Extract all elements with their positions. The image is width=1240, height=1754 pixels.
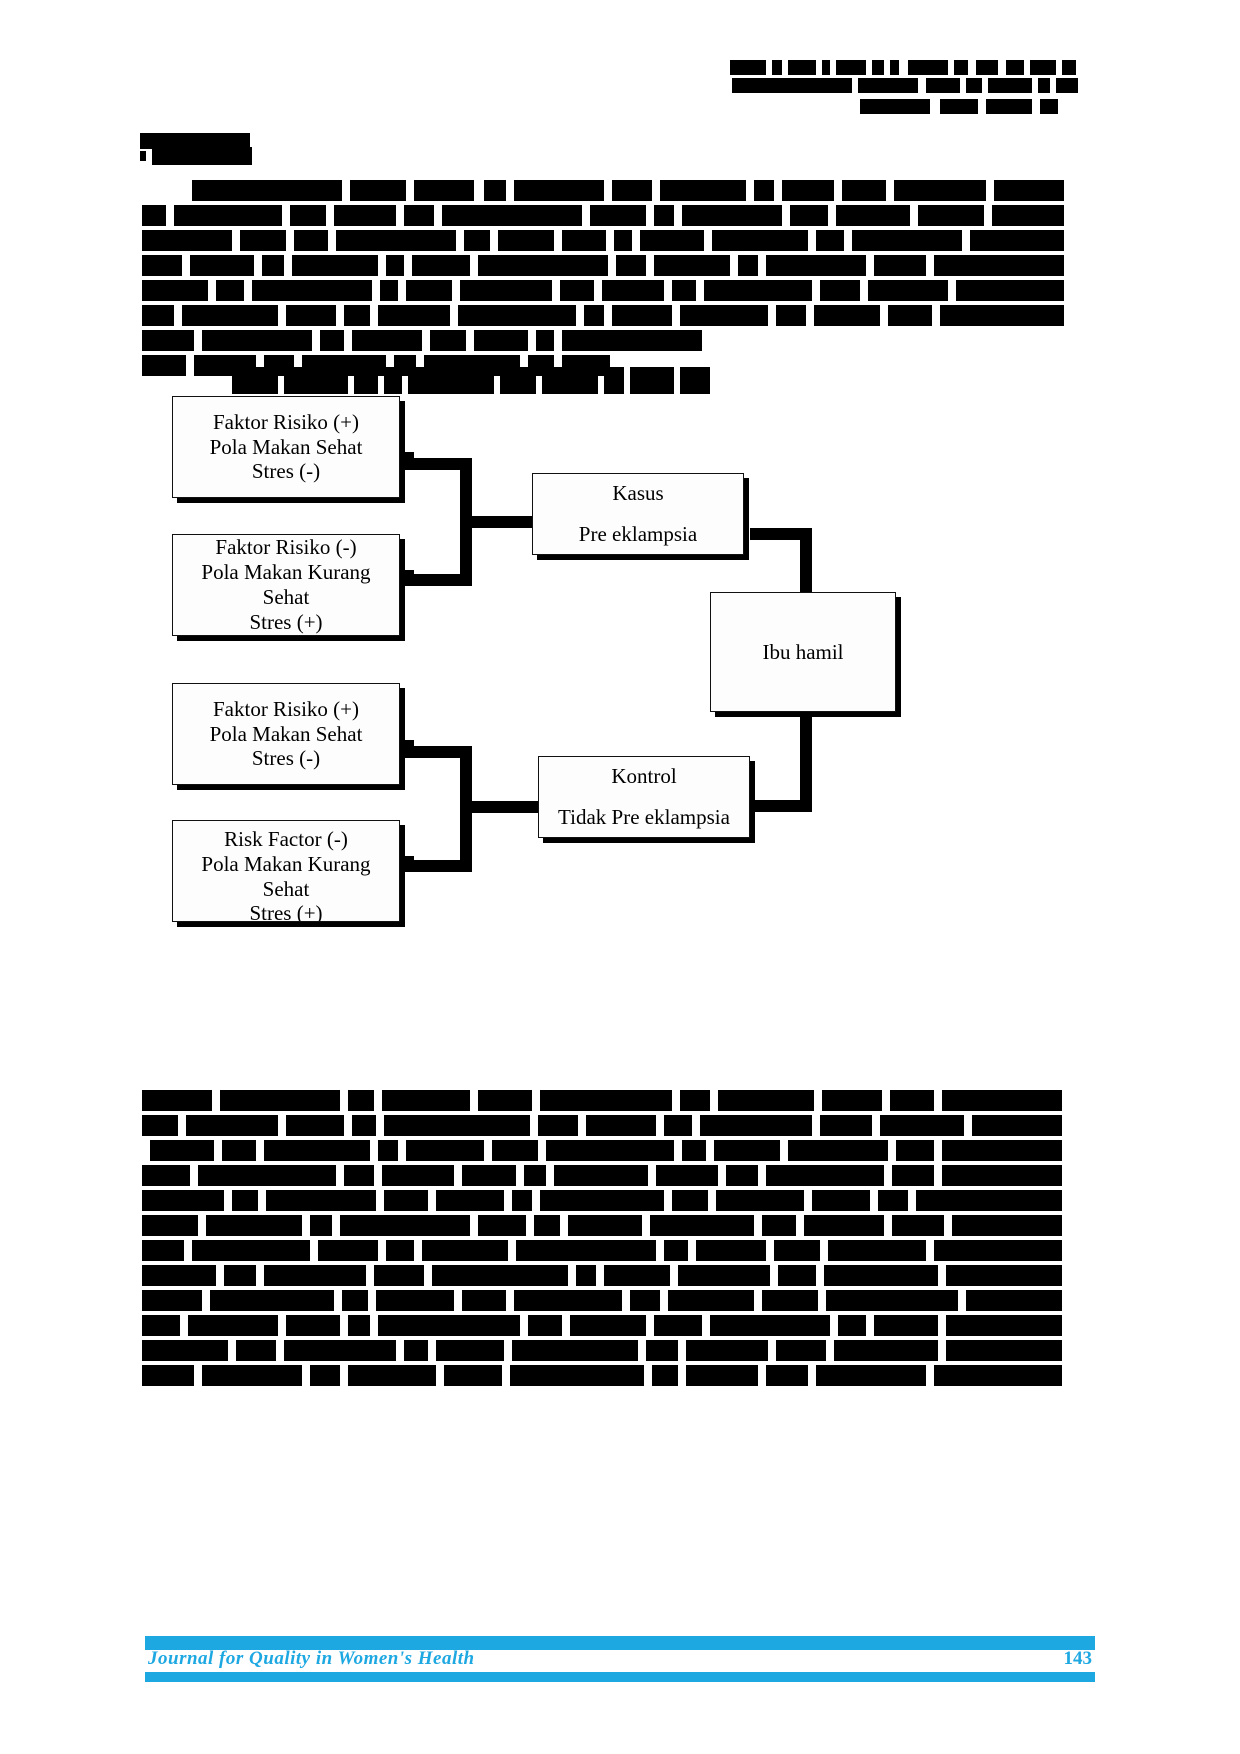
box-line: Ibu hamil <box>762 639 844 664</box>
box-line: Pola Makan Sehat <box>209 434 363 459</box>
footer-rule-bottom <box>145 1672 1095 1682</box>
flowchart-box-case-group[interactable]: Kasus Pre eklampsia <box>532 473 744 555</box>
connector-horizontal <box>460 516 540 528</box>
box-line: Faktor Risiko (-) <box>215 535 357 560</box>
box-line: Stres (-) <box>251 459 321 484</box>
box-line: Pre eklampsia <box>578 522 698 546</box>
header-redacted-line <box>730 96 1085 114</box>
connector-horizontal <box>396 746 472 758</box>
connector-horizontal <box>750 528 812 540</box>
connector-nub <box>398 452 414 466</box>
heading-bar <box>140 151 146 161</box>
heading-bar <box>140 133 250 149</box>
footer-page-number: 143 <box>1063 1648 1093 1669</box>
box-line: Stres (+) <box>249 901 323 922</box>
box-line: Kontrol <box>611 764 677 789</box>
page-header-redacted <box>730 60 1085 114</box>
flowchart-box-exposure-case-negative[interactable]: Faktor Risiko (-) Pola Makan Kurang Seha… <box>172 534 400 636</box>
flowchart-box-exposure-case-positive[interactable]: Faktor Risiko (+) Pola Makan Sehat Stres… <box>172 396 400 498</box>
connector-horizontal <box>396 860 472 872</box>
header-redacted-line <box>730 78 1085 93</box>
flowchart-box-control-group[interactable]: Kontrol Tidak Pre eklampsia <box>538 756 750 838</box>
connector-horizontal <box>396 574 472 586</box>
connector-nub <box>398 570 414 584</box>
flowchart-box-exposure-control-negative[interactable]: Risk Factor (-) Pola Makan Kurang Sehat … <box>172 820 400 922</box>
box-line: Risk Factor (-) <box>224 827 348 851</box>
connector-horizontal <box>460 801 540 813</box>
box-line: Sehat <box>262 585 310 609</box>
box-line: Pola Makan Kurang <box>201 560 371 585</box>
header-redacted-line <box>730 60 1085 75</box>
connector-horizontal <box>396 458 472 470</box>
box-line: Stres (+) <box>249 609 323 634</box>
connector-nub <box>398 740 414 754</box>
connector-horizontal <box>750 800 812 812</box>
box-line: Tidak Pre eklampsia <box>558 805 730 829</box>
connector-vertical <box>800 708 812 810</box>
box-line: Stres (-) <box>251 746 321 771</box>
footer-journal-title: Journal for Quality in Women's Health <box>148 1648 475 1669</box>
heading-bar <box>152 147 252 165</box>
box-line: Pola Makan Sehat <box>209 721 363 746</box>
case-control-flowchart: Faktor Risiko (+) Pola Makan Sehat Stres… <box>150 386 1030 946</box>
flowchart-box-population[interactable]: Ibu hamil <box>710 592 896 712</box>
box-line: Faktor Risiko (+) <box>212 696 359 721</box>
box-line: Faktor Risiko (+) <box>212 409 359 434</box>
connector-nub <box>398 856 414 870</box>
connector-vertical <box>800 528 812 604</box>
box-line: Pola Makan Kurang <box>201 851 371 876</box>
box-line: Kasus <box>612 481 664 506</box>
footer-rule-top <box>145 1636 1095 1650</box>
box-line: Sehat <box>262 876 310 901</box>
flowchart-box-exposure-control-positive[interactable]: Faktor Risiko (+) Pola Makan Sehat Stres… <box>172 683 400 785</box>
